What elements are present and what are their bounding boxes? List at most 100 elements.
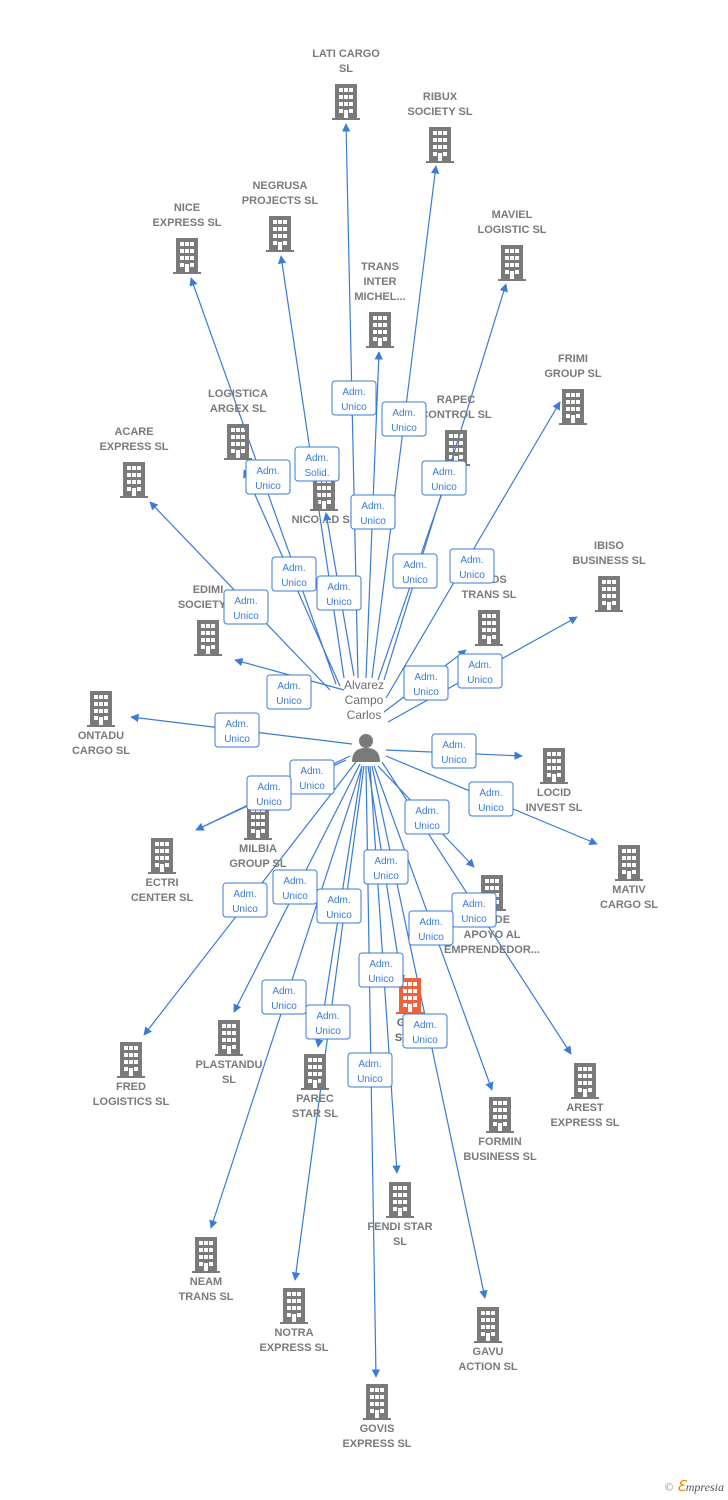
building-icon [301, 1054, 329, 1090]
role-text-1: Adm. [361, 501, 384, 512]
role-badge-formin[interactable]: Adm.Unico [408, 910, 454, 946]
role-badge-nice[interactable]: Adm.Unico [245, 459, 291, 495]
role-text-2: Solid. [304, 468, 329, 479]
role-box [402, 1013, 448, 1049]
role-text-2: Unico [255, 481, 281, 492]
role-badge-rapec[interactable]: Adm.Unico [421, 460, 467, 496]
building-icon [332, 84, 360, 120]
role-text-2: Unico [357, 1074, 383, 1085]
role-badge-ribux[interactable]: Adm.Unico [381, 401, 427, 437]
role-badge-fendi[interactable]: Adm.Unico [358, 952, 404, 988]
role-badge-negrusa[interactable]: Adm.Unico [271, 556, 317, 592]
role-badge-arest[interactable]: Adm.Unico [451, 892, 497, 928]
role-badge-fred[interactable]: Adm.Unico [222, 882, 268, 918]
role-badge-gavu[interactable]: Adm.Unico [402, 1013, 448, 1049]
role-badge-plastandu[interactable]: Adm.Unico [272, 869, 318, 905]
role-badge-maviel[interactable]: Adm.Unico [392, 553, 438, 589]
role-text-2: Unico [326, 597, 352, 608]
company-label-ribux-2: SOCIETY SL [407, 106, 472, 118]
company-label-frimi-1: FRIMI [558, 353, 588, 365]
role-badge-nico[interactable]: Adm.Solid. [294, 446, 340, 482]
role-text-1: Adm. [414, 672, 437, 683]
role-badge-neam[interactable]: Adm.Unico [261, 979, 307, 1015]
role-badge-ontadu[interactable]: Adm.Unico [214, 712, 260, 748]
company-label-nice-1: NICE [174, 202, 200, 214]
role-text-1: Adm. [327, 895, 350, 906]
building-icon [571, 1063, 599, 1099]
role-badge-parec[interactable]: Adm.Unico [316, 888, 362, 924]
company-label-acare-2: EXPRESS SL [99, 441, 168, 453]
company-label-ontadu-2: CARGO SL [72, 745, 130, 757]
role-badge-apoyo[interactable]: Adm.Unico [404, 799, 450, 835]
role-text-1: Adm. [257, 782, 280, 793]
company-label-edimi-1: EDIMI [193, 584, 224, 596]
company-label-neam-2: TRANS SL [179, 1291, 234, 1303]
role-text-1: Adm. [392, 408, 415, 419]
company-label-plastandu-2: SL [222, 1074, 236, 1086]
company-node-edimi[interactable]: EDIMISOCIETY ... [178, 584, 238, 656]
role-text-1: Adm. [419, 917, 442, 928]
building-icon [266, 216, 294, 252]
company-label-transinter-2: INTER [364, 276, 397, 288]
role-badge-notra[interactable]: Adm.Unico [305, 1004, 351, 1040]
role-text-2: Unico [441, 755, 467, 766]
company-node-tipos[interactable]: ...IPOSTRANS SL [462, 574, 517, 646]
role-badge-govis[interactable]: Adm.Unico [347, 1052, 393, 1088]
role-badge-edimi[interactable]: Adm.Unico [316, 575, 362, 611]
role-box [403, 665, 449, 701]
role-badge-locid[interactable]: Adm.Unico [431, 733, 477, 769]
role-box [468, 781, 514, 817]
role-badge-ibiso[interactable]: Adm.Unico [457, 653, 503, 689]
role-badge-frimi[interactable]: Adm.Unico [449, 548, 495, 584]
company-label-lati-1: LATI CARGO [312, 48, 380, 60]
role-badge-ectri[interactable]: Adm.Unico [246, 775, 292, 811]
building-icon [280, 1288, 308, 1324]
role-text-2: Unico [431, 482, 457, 493]
role-badge-gostar[interactable]: Adm.Unico [363, 849, 409, 885]
role-badge-milbia[interactable]: Adm.Unico [289, 759, 335, 795]
role-box [408, 910, 454, 946]
role-badge-mativ[interactable]: Adm.Unico [468, 781, 514, 817]
role-badge-acare[interactable]: Adm.Unico [266, 674, 312, 710]
company-node-transinter[interactable]: TRANSINTERMICHEL... [354, 261, 406, 348]
role-badge-logistica[interactable]: Adm.Unico [223, 589, 269, 625]
role-text-1: Adm. [283, 876, 306, 887]
role-badge-transinter[interactable]: Adm.Unico [350, 494, 396, 530]
building-icon [215, 1020, 243, 1056]
person-node[interactable]: Alvarez Campo Carlos [344, 678, 384, 762]
building-icon [192, 1237, 220, 1273]
role-text-2: Unico [224, 734, 250, 745]
role-badge-tipos[interactable]: Adm.Unico [403, 665, 449, 701]
company-label-formin-2: BUSINESS SL [463, 1151, 537, 1163]
company-node-nico[interactable]: NICO ...D SL [292, 475, 357, 526]
role-text-2: Unico [281, 578, 307, 589]
role-text-1: Adm. [468, 660, 491, 671]
role-badge-lati[interactable]: Adm.Unico [331, 380, 377, 416]
